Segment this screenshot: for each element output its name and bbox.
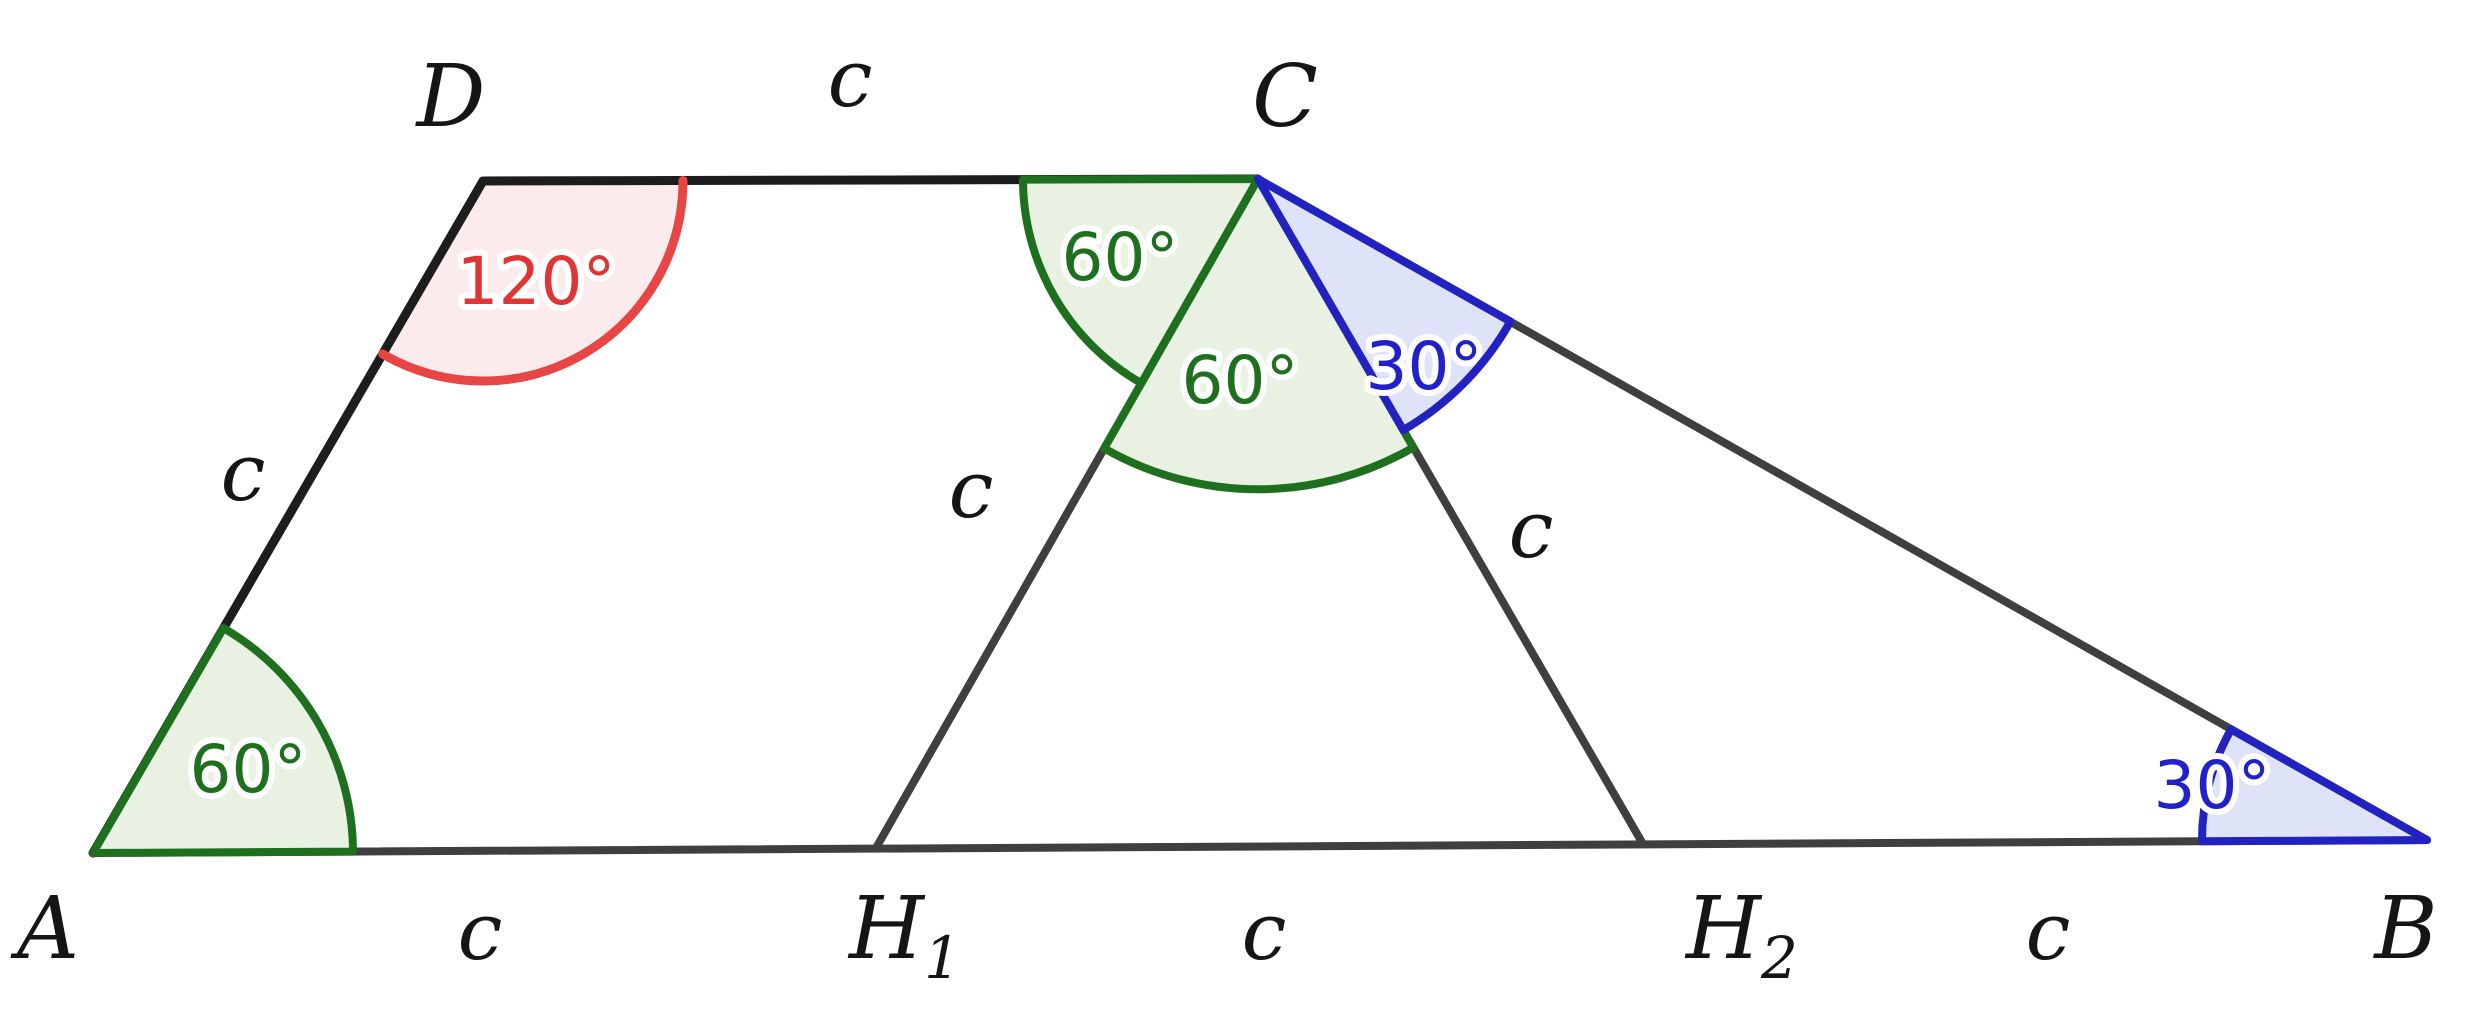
side-label-h1h2: c — [1242, 885, 1287, 978]
angle-wedge-c-30 — [1254, 175, 1515, 435]
side-label-ad: c — [221, 426, 266, 519]
angle-wedge-c-60-left — [1019, 175, 1262, 388]
side-label-h2b: c — [2026, 885, 2071, 978]
side-label-ch1: c — [949, 443, 994, 536]
vertex-label-a: A — [10, 879, 79, 979]
angle-label-d-120: 120° — [457, 243, 616, 320]
vertex-label-b: B — [2372, 879, 2437, 979]
edge-ab — [89, 836, 2431, 857]
angle-wedges — [89, 175, 2431, 857]
vertex-label-h1-main: H — [847, 879, 926, 979]
angle-arc-d-120 — [378, 176, 688, 386]
vertex-label-h2: H2 — [1684, 879, 1798, 992]
angle-label-b-30: 30° — [2154, 747, 2271, 824]
side-label-ch2: c — [1509, 483, 1554, 576]
angle-labels: 60° 120° 60° 60° 30° 30° — [184, 213, 2277, 830]
vertex-labels: A B C D H1 H2 — [10, 47, 2438, 992]
angle-label-c-30: 30° — [1366, 328, 1483, 405]
vertex-label-c: C — [1252, 47, 1318, 147]
side-label-ah1: c — [458, 885, 503, 978]
vertex-label-h2-main: H — [1684, 879, 1763, 979]
vertex-label-h1-sub: 1 — [924, 924, 961, 992]
vertex-label-d: D — [415, 47, 486, 147]
angle-label-c-60-left: 60° — [1062, 219, 1179, 296]
vertex-label-h2-sub: 2 — [1760, 924, 1798, 992]
angle-wedge-b-30 — [2197, 725, 2431, 846]
angle-wedge-c-60-mid — [1100, 175, 1418, 494]
side-labels: c c c c c c c — [221, 32, 2071, 978]
angle-label-c-60-mid: 60° — [1182, 342, 1299, 419]
angle-wedge-a-60 — [89, 624, 357, 857]
angle-label-a-60: 60° — [190, 731, 307, 808]
side-label-dc: c — [828, 32, 873, 125]
vertex-label-h1: H1 — [847, 879, 961, 992]
